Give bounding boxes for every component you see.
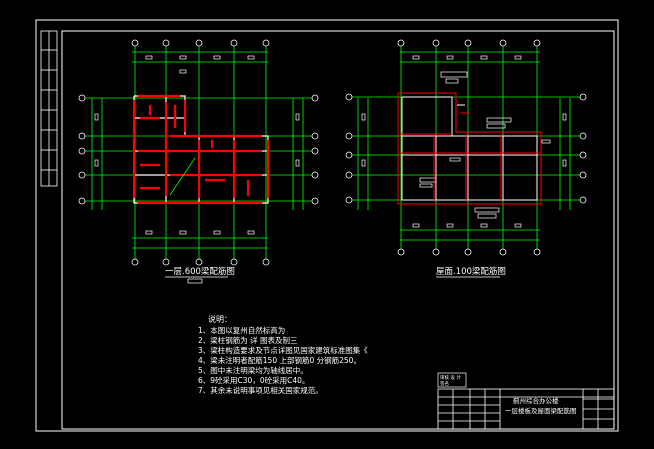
title-block[interactable]: 蓟州综合办公楼 一层楼板及屋面梁配筋图 bbox=[437, 388, 615, 430]
stamp-sub: 签名 bbox=[440, 380, 449, 387]
note-line-7: 7、其余未说明事项见相关国家规范。 bbox=[198, 385, 323, 395]
scale-tag-left bbox=[187, 278, 203, 284]
note-line-1: 1、本图以复州自然标高为 bbox=[198, 325, 285, 335]
floor-plan-level-1[interactable]: 一层.600梁配筋图 bbox=[78, 39, 319, 284]
building-outline-right bbox=[397, 92, 542, 205]
notes-heading: 说明： bbox=[208, 314, 232, 324]
binding-margin-strip bbox=[40, 30, 58, 187]
stamp-label: 审核 设 计 bbox=[440, 374, 461, 381]
note-line-4: 4、梁未注明者配筋150 上部钢筋0 分钢筋250。 bbox=[198, 355, 361, 365]
dimension-tags-left bbox=[94, 55, 300, 235]
note-line-3: 3、梁柱构造要求及节点详图见国家建筑标准图集《 bbox=[198, 345, 368, 355]
note-line-5: 5、图中未注明梁均为轴线居中。 bbox=[198, 365, 308, 375]
beam-reinforcement-left bbox=[132, 94, 270, 205]
stair-diagonal-left bbox=[169, 157, 196, 196]
drawing-name: 一层楼板及屋面梁配筋图 bbox=[505, 406, 577, 415]
plan-right-title: 屋面.100梁配筋图 bbox=[436, 266, 506, 277]
drawing-frame bbox=[35, 19, 619, 432]
note-line-6: 6、9砼采用C30，0砼采用C40。 bbox=[198, 375, 309, 385]
axis-bubbles-left bbox=[78, 39, 319, 266]
floor-plan-roof[interactable]: 屋面.100梁配筋图 bbox=[345, 39, 587, 278]
approval-stamp: 审核 设 计 签名 bbox=[437, 372, 467, 388]
general-notes: 说明： 1、本图以复州自然标高为 2、梁柱钢筋为 详 图表及制三 3、梁柱构造要… bbox=[198, 314, 368, 395]
note-line-2: 2、梁柱钢筋为 详 图表及制三 bbox=[198, 335, 298, 345]
axis-bubbles-right bbox=[345, 39, 587, 256]
dimension-lines-left bbox=[85, 45, 312, 260]
project-name: 蓟州综合办公楼 bbox=[513, 396, 559, 405]
plan-left-title: 一层.600梁配筋图 bbox=[165, 266, 235, 277]
